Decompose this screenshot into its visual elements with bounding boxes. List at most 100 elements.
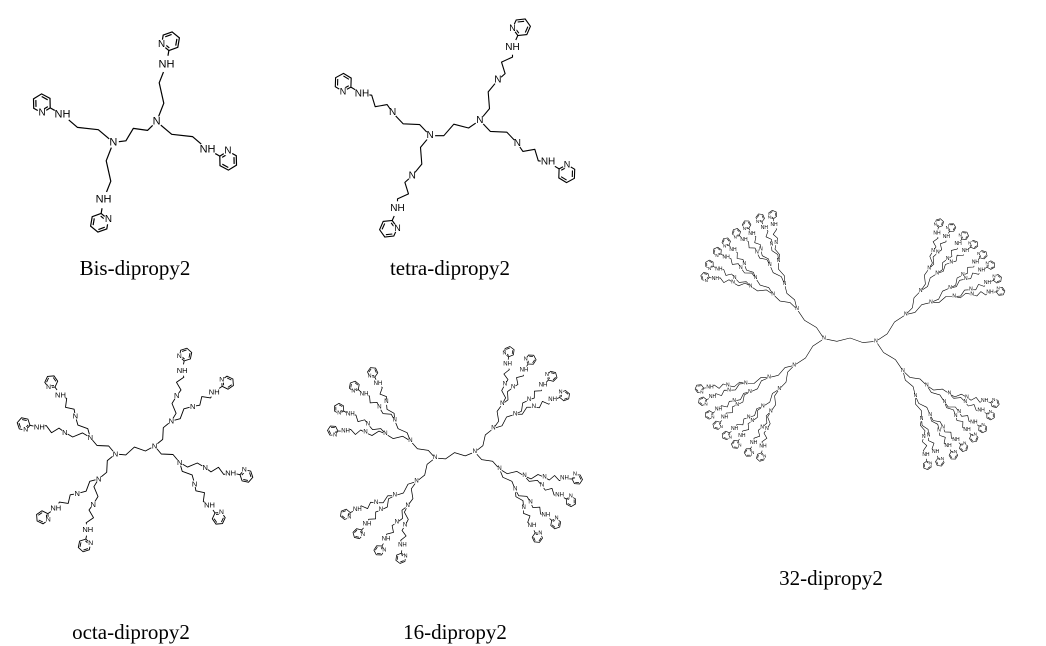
amine-n-label: N	[760, 424, 764, 430]
nh-label: NH	[542, 512, 551, 518]
pyridine-n-label: N	[88, 540, 93, 547]
propyl-chain	[77, 478, 99, 495]
amine-n-label: N	[943, 399, 947, 405]
16-dipropy2-caption: 16-dipropy2	[403, 620, 507, 644]
amine-n-label: N	[761, 403, 765, 409]
pyridine-n-label: N	[559, 389, 563, 395]
double-bond	[979, 429, 983, 432]
nh-label: NH	[363, 521, 372, 527]
pyridine-n-label: N	[934, 222, 937, 227]
propyl-chain	[768, 365, 795, 378]
propyl-chain	[729, 383, 746, 391]
pyridine-n-label: N	[394, 223, 401, 233]
nh-label: NH	[955, 241, 963, 247]
amine-n-label: N	[777, 258, 781, 264]
amine-n-label: N	[936, 250, 940, 256]
double-bond	[222, 163, 229, 169]
nh-label: NH	[761, 225, 769, 231]
methylene-bond	[720, 253, 723, 256]
double-bond	[706, 411, 710, 414]
methylene-bond	[563, 497, 567, 500]
double-bond	[552, 376, 556, 381]
propyl-chain	[386, 402, 396, 421]
propyl-chain	[744, 264, 756, 279]
propyl-chain	[740, 267, 756, 279]
propyl-chain	[770, 388, 780, 412]
nh-label: NH	[933, 230, 941, 236]
double-bond	[79, 542, 82, 547]
nh-label: NH	[204, 501, 215, 510]
propyl-chain	[915, 395, 922, 420]
double-bond	[38, 519, 44, 523]
propyl-chain	[937, 258, 948, 274]
double-bond	[952, 227, 955, 231]
butyl-core	[115, 445, 155, 456]
double-bond	[965, 446, 967, 450]
nh-label: NH	[548, 397, 557, 403]
double-bond	[350, 383, 352, 388]
nh-label: NH	[353, 507, 362, 513]
propyl-chain	[752, 406, 763, 422]
pyridine-n-label: N	[981, 422, 984, 427]
propyl-chain	[756, 252, 771, 266]
double-bond	[975, 437, 978, 441]
propyl-chain	[772, 294, 798, 310]
propyl-chain	[179, 462, 196, 484]
methylene-bond	[350, 86, 356, 91]
double-bond	[927, 466, 931, 469]
nh-label: NH	[722, 255, 730, 261]
pyridine-n-label: N	[177, 353, 182, 360]
nh-label: NH	[922, 452, 930, 458]
propyl-chain	[474, 428, 494, 453]
pyridine-n-label: N	[347, 515, 351, 521]
propyl-chain	[784, 284, 798, 310]
core-n-label: N	[822, 336, 826, 342]
double-bond	[997, 275, 1001, 278]
double-bond	[83, 548, 89, 551]
pyridine-n-label: N	[351, 388, 355, 394]
butyl-core	[430, 119, 481, 137]
nh-label: NH	[346, 412, 355, 418]
nh-label: NH	[962, 248, 970, 254]
core-n-label: N	[874, 338, 878, 344]
nh-label: NH	[978, 267, 986, 273]
nh-label: NH	[952, 437, 960, 443]
amine-n-label: N	[749, 283, 753, 289]
propyl-chain	[411, 135, 431, 177]
propyl-chain	[769, 265, 785, 285]
double-bond	[567, 503, 572, 506]
tetra-dipropy2-caption: tetra-dipropy2	[389, 256, 511, 280]
propyl-chain	[926, 385, 945, 402]
double-bond	[400, 560, 404, 563]
propyl-chain	[928, 250, 934, 269]
amine-n-label: N	[735, 402, 739, 408]
amine-n-label: N	[739, 265, 743, 271]
propyl-chain	[404, 505, 409, 526]
amine-n-label: N	[409, 170, 416, 181]
pyridine-n-label: N	[705, 278, 708, 283]
methylene-bond	[183, 360, 185, 365]
propyl-chain	[902, 370, 928, 386]
pyridine-n-label: N	[768, 215, 771, 220]
amine-n-label: N	[732, 398, 736, 404]
double-bond	[22, 419, 27, 421]
pyridine-n-label: N	[46, 384, 51, 391]
nh-label: NH	[539, 383, 548, 389]
nh-label: NH	[355, 88, 369, 99]
pyridine-n-label: N	[977, 251, 980, 256]
nh-label: NH	[944, 443, 952, 449]
propyl-chain	[944, 401, 956, 416]
amine-n-label: N	[494, 75, 501, 86]
methylene-bond	[969, 432, 972, 435]
pyridine-n-label: N	[720, 424, 723, 429]
nh-label: NH	[177, 366, 188, 375]
amine-n-label: N	[379, 507, 383, 513]
nh-label: NH	[709, 394, 717, 400]
propyl-chain	[920, 268, 930, 292]
amine-n-label: N	[405, 503, 409, 509]
double-bond	[1001, 288, 1004, 292]
amine-n-label: N	[514, 138, 521, 149]
nh-label: NH	[972, 259, 980, 265]
nh-label: NH	[978, 408, 986, 414]
